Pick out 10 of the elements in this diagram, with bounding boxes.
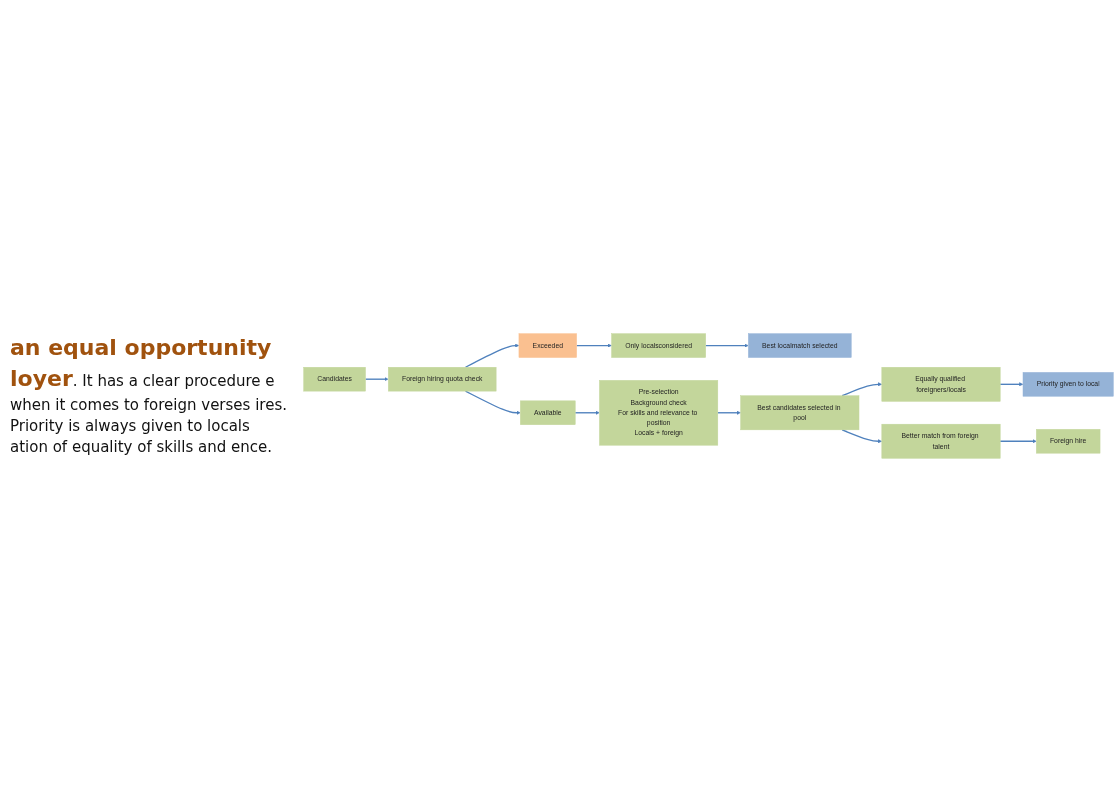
description-paragraph: an equal opportunity loyer. It has a clear procedure e when it comes to foreign verses ires. Priority is always given to locals ation of equality of skills and ence. (10, 334, 288, 458)
arrow (464, 389, 521, 415)
arrow (999, 381, 1024, 386)
arrow (717, 410, 741, 415)
arrow (364, 376, 389, 381)
arrow (574, 410, 600, 415)
arrow (705, 343, 749, 348)
arrow (841, 428, 882, 443)
arrow (999, 438, 1037, 443)
arrow (575, 343, 612, 348)
